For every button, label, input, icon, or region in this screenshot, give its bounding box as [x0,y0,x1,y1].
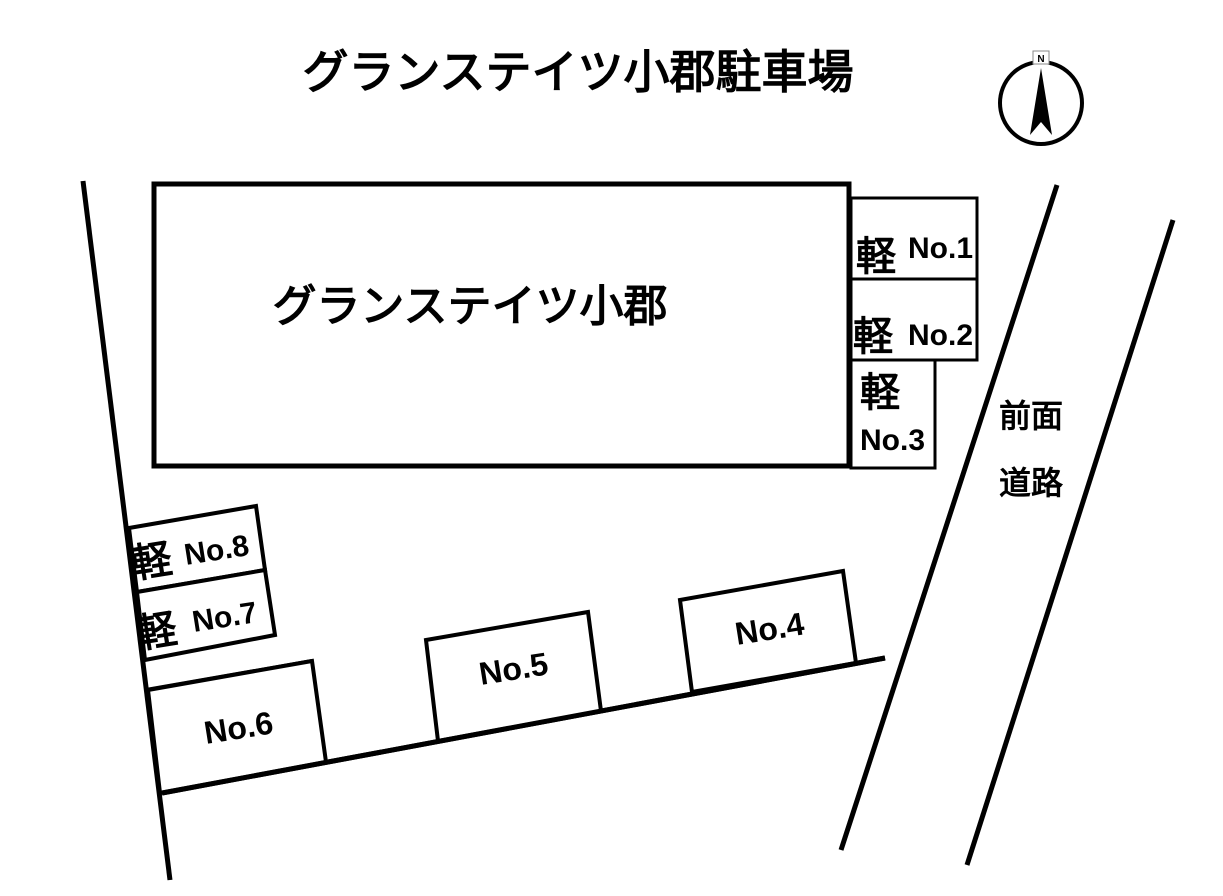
kei-label-7: 軽 [133,606,181,658]
road-edge-left [838,184,1060,851]
space-number-1: No.1 [908,232,973,265]
space-number-3: No.3 [860,424,925,457]
parking-space-4[interactable]: No.4 [677,568,859,695]
space-number-2: No.2 [908,319,973,352]
parking-space-5[interactable]: No.5 [423,609,604,744]
kei-label-8: 軽 [128,536,176,588]
compass-north-label: N [1037,54,1044,65]
kei-label-2: 軽 [853,314,894,360]
parking-space-3[interactable]: 軽 No.3 [849,358,937,470]
road-edge-right [964,219,1176,866]
north-compass-icon: N [998,50,1084,146]
parking-space-8[interactable]: 軽 No.8 [126,503,268,595]
kei-label-1: 軽 [856,234,897,280]
kei-label-3: 軽 [860,370,901,416]
road-label-line1: 前面 [999,397,1063,435]
map-title: グランステイツ小郡駐車場 [302,45,853,99]
bottom-lot-line-overlay [161,655,886,796]
building-label: グランステイツ小郡 [272,281,667,332]
parking-space-7[interactable]: 軽 No.7 [133,567,278,663]
parking-space-1[interactable]: 軽 No.1 [849,196,979,281]
parking-space-2[interactable]: 軽 No.2 [849,277,979,362]
road-label-line2: 道路 [999,464,1064,502]
front-road-label: 前面 道路 [999,397,1064,502]
building: グランステイツ小郡 [151,181,852,469]
parking-space-6[interactable]: No.6 [145,658,329,796]
